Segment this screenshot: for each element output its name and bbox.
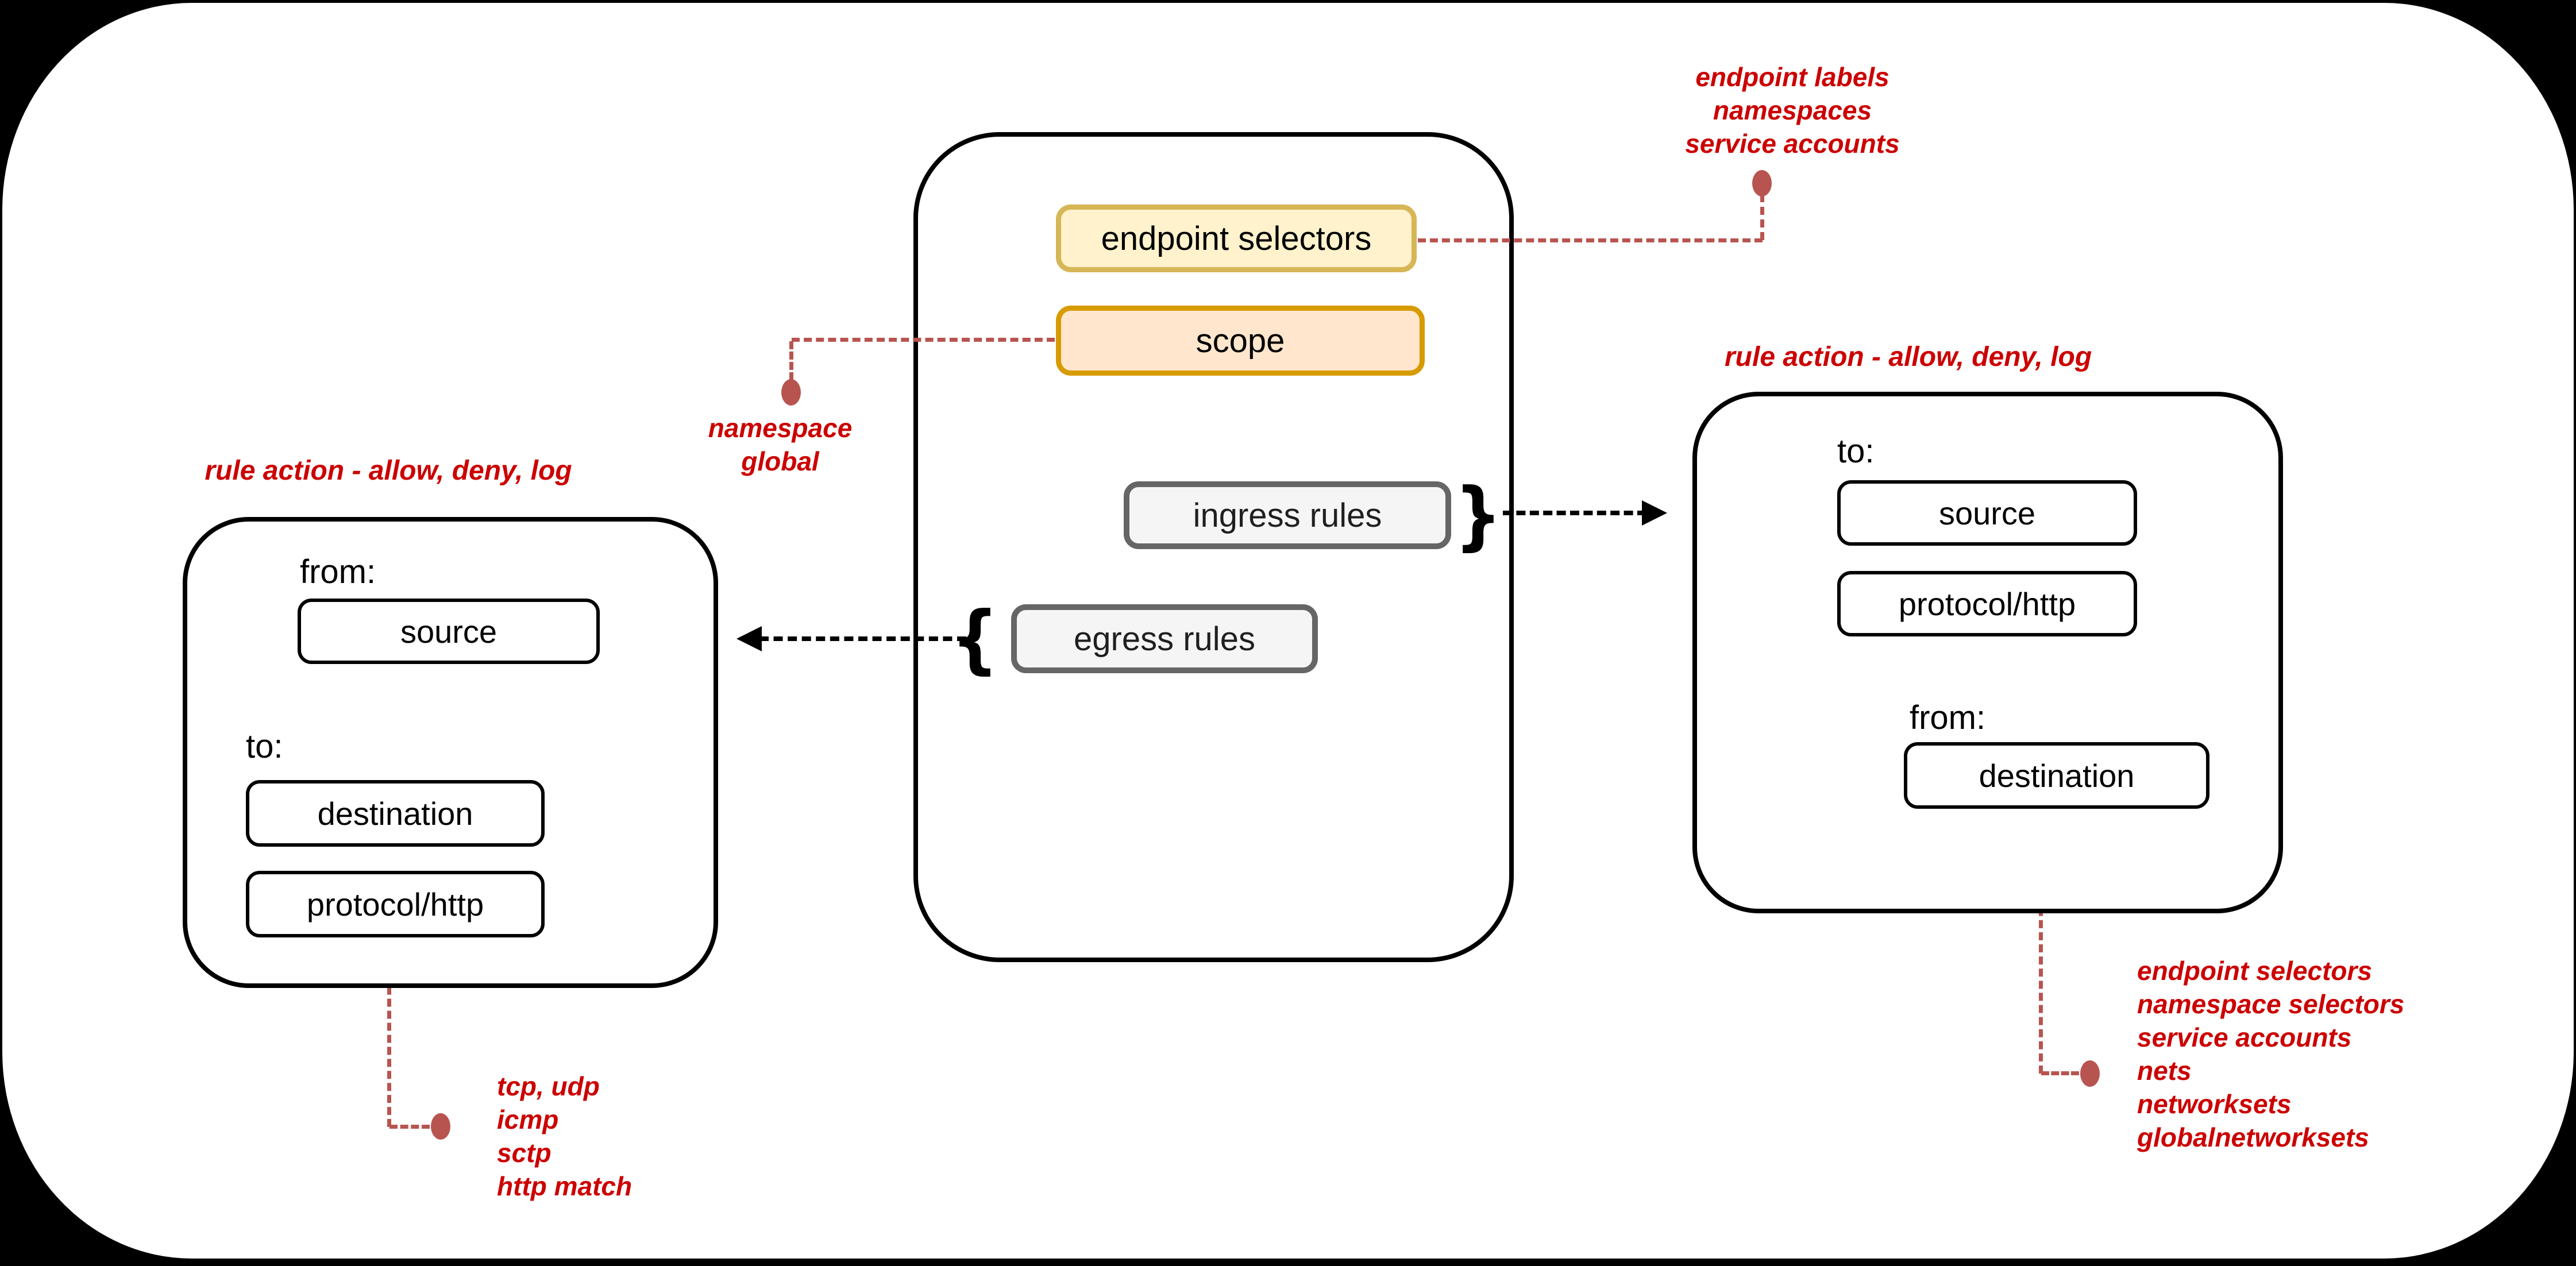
destination-note: endpoint selectors namespace selectors s… — [2137, 954, 2539, 1154]
scope-connector-v — [789, 341, 793, 380]
note-line: globalnetworksets — [2137, 1122, 2369, 1152]
protocol-note: tcp, udp icmp sctp http match — [497, 1070, 796, 1203]
protocol-node: protocol/http — [246, 871, 545, 937]
note-line: namespace selectors — [2137, 989, 2405, 1019]
scope-connector-h — [792, 338, 1055, 342]
note-line: tcp, udp — [497, 1071, 600, 1101]
destination-node: destination — [246, 780, 545, 847]
note-line: service accounts — [1685, 129, 1900, 159]
destination-connector-h — [2041, 1071, 2079, 1075]
connector-dot — [781, 379, 801, 406]
egress-arrowhead-icon — [736, 626, 762, 651]
note-line: endpoint labels — [1695, 62, 1889, 92]
connector-dot — [431, 1113, 450, 1140]
note-line: namespaces — [1713, 95, 1872, 125]
endpoint-selectors-label: endpoint selectors — [1101, 219, 1372, 257]
protocol-connector-v — [387, 939, 391, 1127]
endpoint-selectors-note: endpoint labels namespaces service accou… — [1649, 60, 1936, 160]
scope-node: scope — [1056, 306, 1425, 376]
scope-note: namespace global — [665, 411, 895, 478]
source-node: source — [298, 599, 600, 664]
connector-dot — [2080, 1060, 2100, 1087]
protocol-label: protocol/http — [1898, 585, 2076, 622]
note-line: namespace — [708, 413, 853, 443]
ingress-rules-label: ingress rules — [1193, 496, 1382, 534]
ingress-dashed-line — [1503, 511, 1646, 515]
note-line: endpoint selectors — [2137, 956, 2372, 986]
protocol-node: protocol/http — [1837, 571, 2137, 636]
note-line: sctp — [497, 1138, 552, 1168]
endpoint-selectors-connector-v — [1760, 194, 1764, 240]
note-line: icmp — [497, 1105, 559, 1134]
to-label: to: — [1837, 433, 1875, 470]
note-line: networksets — [2137, 1089, 2292, 1119]
ingress-arrowhead-icon — [1642, 500, 1667, 526]
from-label: from: — [300, 553, 376, 590]
source-label: source — [1938, 495, 2036, 531]
to-label: to: — [246, 728, 283, 765]
protocol-label: protocol/http — [306, 886, 484, 923]
ingress-rules-node: ingress rules — [1124, 481, 1451, 549]
ingress-rule-title: rule action - allow, deny, log — [1725, 342, 2092, 372]
ingress-rule-box — [1692, 392, 2283, 913]
scope-label: scope — [1196, 322, 1285, 360]
destination-label: destination — [1979, 757, 2135, 794]
note-line: global — [741, 446, 819, 476]
connector-dot — [1752, 170, 1772, 196]
note-line: http match — [497, 1171, 633, 1201]
note-line: nets — [2137, 1056, 2192, 1086]
source-label: source — [400, 613, 498, 650]
note-line: service accounts — [2137, 1022, 2352, 1052]
destination-label: destination — [317, 795, 473, 832]
endpoint-selectors-node: endpoint selectors — [1056, 204, 1417, 272]
protocol-connector-h — [390, 1125, 430, 1129]
egress-rules-label: egress rules — [1074, 620, 1255, 658]
egress-rules-node: egress rules — [1011, 604, 1318, 673]
source-node: source — [1837, 480, 2137, 546]
from-label: from: — [1910, 699, 1986, 736]
destination-connector-v — [2039, 811, 2043, 1074]
destination-node: destination — [1904, 742, 2209, 809]
close-brace-icon: } — [1454, 472, 1502, 559]
egress-dashed-line — [759, 636, 966, 641]
endpoint-selectors-connector-h — [1418, 238, 1763, 242]
egress-rule-title: rule action - allow, deny, log — [205, 456, 572, 486]
